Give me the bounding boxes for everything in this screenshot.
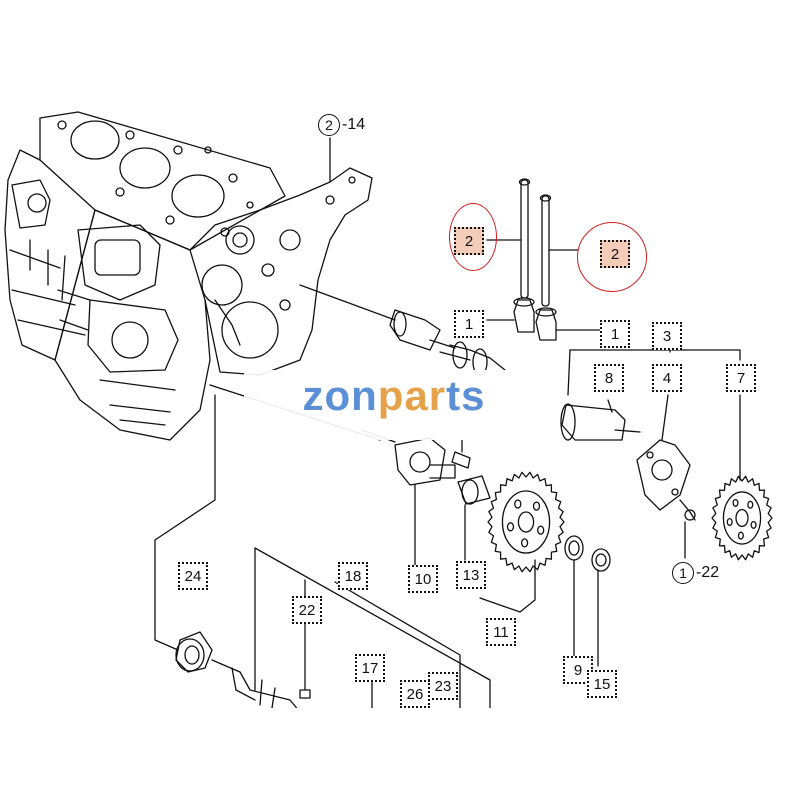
callout-7[interactable]: 7 bbox=[726, 364, 756, 392]
ref-2-14: 2 -14 bbox=[318, 114, 365, 136]
callout-10[interactable]: 10 bbox=[408, 565, 438, 593]
ref-1-22-number: 1 bbox=[672, 562, 694, 584]
callout-17[interactable]: 17 bbox=[355, 654, 385, 682]
callout-18[interactable]: 18 bbox=[338, 562, 368, 590]
gear-11 bbox=[487, 471, 565, 573]
callout-1-right[interactable]: 1 bbox=[600, 320, 630, 348]
ref-2-14-suffix: -14 bbox=[342, 116, 366, 133]
ref-1-22-suffix: -22 bbox=[696, 564, 720, 581]
diagram-crop-edge bbox=[0, 708, 800, 800]
callout-11[interactable]: 11 bbox=[486, 618, 516, 646]
engine-block bbox=[4, 111, 373, 441]
callout-22[interactable]: 22 bbox=[292, 596, 322, 624]
callout-2-right[interactable]: 2 bbox=[600, 240, 630, 268]
watermark-band bbox=[244, 370, 544, 440]
callout-1-left[interactable]: 1 bbox=[454, 310, 484, 338]
washers-9-15 bbox=[479, 535, 611, 667]
callout-15[interactable]: 15 bbox=[587, 670, 617, 698]
callout-24[interactable]: 24 bbox=[178, 562, 208, 590]
gear-7 bbox=[711, 475, 773, 561]
callout-2-left[interactable]: 2 bbox=[454, 227, 484, 255]
ref-2-14-number: 2 bbox=[318, 114, 340, 136]
lower-assembly bbox=[154, 394, 491, 713]
center-assembly bbox=[394, 437, 491, 566]
watermark-logo: zonparts bbox=[302, 372, 486, 419]
idler-assembly bbox=[560, 349, 741, 559]
callout-26[interactable]: 26 bbox=[400, 680, 430, 708]
callout-13[interactable]: 13 bbox=[456, 561, 486, 589]
callout-4[interactable]: 4 bbox=[652, 364, 682, 392]
ref-1-22: 1 -22 bbox=[672, 562, 719, 584]
push-rods bbox=[486, 178, 601, 341]
callout-3[interactable]: 3 bbox=[652, 322, 682, 350]
callout-8[interactable]: 8 bbox=[594, 364, 624, 392]
callout-23[interactable]: 23 bbox=[428, 672, 458, 700]
